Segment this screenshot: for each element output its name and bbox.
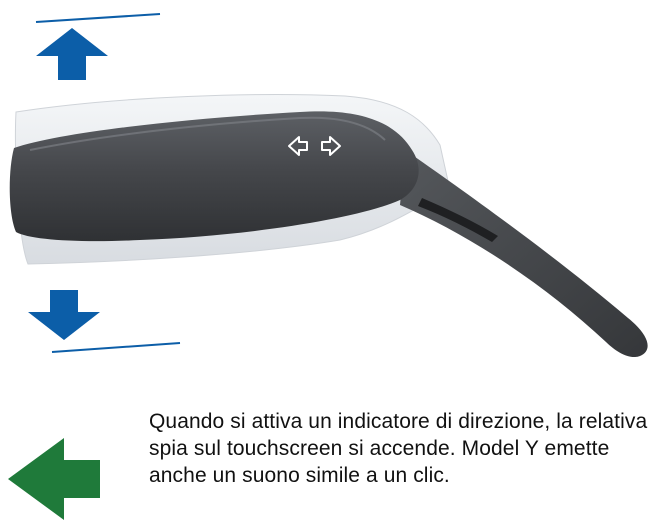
arrow-down-icon	[28, 290, 100, 340]
turn-signal-note: Quando si attiva un indicatore di direzi…	[149, 410, 648, 487]
turn-signal-arrows-icon	[288, 136, 341, 156]
left-arrow-icon	[8, 438, 100, 520]
lever-tail-groove	[418, 198, 498, 242]
right-turn-symbol	[321, 136, 341, 156]
left-turn-symbol	[288, 136, 308, 156]
upper-guide-line	[35, 13, 161, 23]
push-down-indicator	[28, 290, 181, 353]
arrow-up-icon	[36, 28, 108, 80]
stalk-lever	[9, 94, 648, 358]
turn-signal-lever-illustration	[9, 13, 648, 358]
lever-tail	[400, 150, 648, 358]
push-up-indicator	[35, 13, 161, 80]
lever-body	[9, 111, 419, 242]
lower-guide-line	[51, 342, 181, 353]
lever-highlight	[29, 116, 386, 151]
